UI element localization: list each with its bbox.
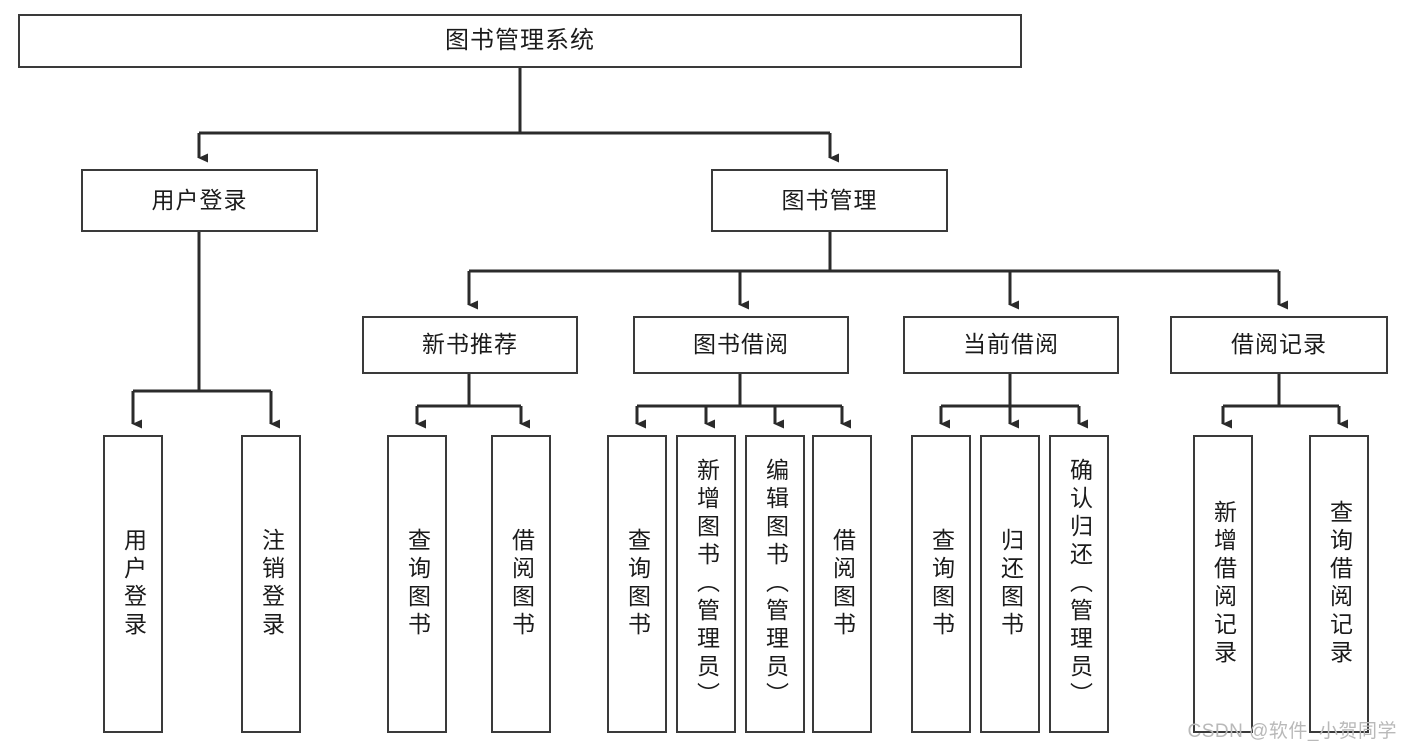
node-label: 查询图书	[928, 528, 955, 640]
edges-bookborrow-to-leaves	[635, 374, 851, 429]
node-label: 归还图书	[997, 528, 1024, 640]
edges-userlogin-to-leaves	[131, 232, 280, 429]
node-user-login[interactable]: 用户登录	[81, 169, 318, 232]
node-label: 用户登录	[120, 528, 147, 640]
node-label: 查询图书	[404, 528, 431, 640]
node-leaf-logout-login[interactable]: 注销登录	[241, 435, 301, 733]
node-label: 查询图书	[624, 528, 651, 640]
node-leaf-borrow-book-1[interactable]: 借阅图书	[491, 435, 551, 733]
node-leaf-borrow-book-2[interactable]: 借阅图书	[812, 435, 872, 733]
node-leaf-query-book-3[interactable]: 查询图书	[911, 435, 971, 733]
edges-borrowrecord-to-leaves	[1221, 374, 1348, 429]
node-label: 图书管理系统	[445, 26, 595, 54]
node-leaf-query-record[interactable]: 查询借阅记录	[1309, 435, 1369, 733]
edges-currentborrow-to-leaves	[939, 374, 1088, 429]
node-leaf-confirm-return[interactable]: 确认归还（管理员）	[1049, 435, 1109, 733]
node-leaf-return-book[interactable]: 归还图书	[980, 435, 1040, 733]
node-current-borrow[interactable]: 当前借阅	[903, 316, 1119, 374]
node-label: 注销登录	[258, 528, 285, 640]
node-leaf-add-record[interactable]: 新增借阅记录	[1193, 435, 1253, 733]
node-book-borrow[interactable]: 图书借阅	[633, 316, 849, 374]
node-leaf-user-login[interactable]: 用户登录	[103, 435, 163, 733]
node-book-manage[interactable]: 图书管理	[711, 169, 948, 232]
edges-newbook-to-leaves	[415, 374, 530, 429]
node-borrow-record[interactable]: 借阅记录	[1170, 316, 1388, 374]
node-leaf-edit-book[interactable]: 编辑图书（管理员）	[745, 435, 805, 733]
node-label: 编辑图书（管理员）	[762, 458, 789, 710]
node-label: 图书管理	[781, 186, 878, 213]
node-root-system[interactable]: 图书管理系统	[18, 14, 1022, 68]
node-new-book-rec[interactable]: 新书推荐	[362, 316, 578, 374]
node-leaf-query-book-2[interactable]: 查询图书	[607, 435, 667, 733]
node-label: 新增借阅记录	[1210, 500, 1237, 668]
node-leaf-add-book[interactable]: 新增图书（管理员）	[676, 435, 736, 733]
node-label: 新增图书（管理员）	[693, 458, 720, 710]
edges-root-to-level1	[197, 67, 839, 163]
node-label: 用户登录	[151, 186, 248, 213]
node-leaf-query-book-1[interactable]: 查询图书	[387, 435, 447, 733]
node-label: 图书借阅	[693, 331, 789, 358]
node-label: 新书推荐	[422, 331, 518, 358]
node-label: 当前借阅	[963, 331, 1059, 358]
node-label: 确认归还（管理员）	[1066, 458, 1093, 710]
node-label: 借阅图书	[829, 528, 856, 640]
edges-bookmanage-to-level2	[467, 232, 1288, 310]
node-label: 借阅记录	[1231, 331, 1327, 358]
node-label: 借阅图书	[508, 528, 535, 640]
node-label: 查询借阅记录	[1326, 500, 1353, 668]
